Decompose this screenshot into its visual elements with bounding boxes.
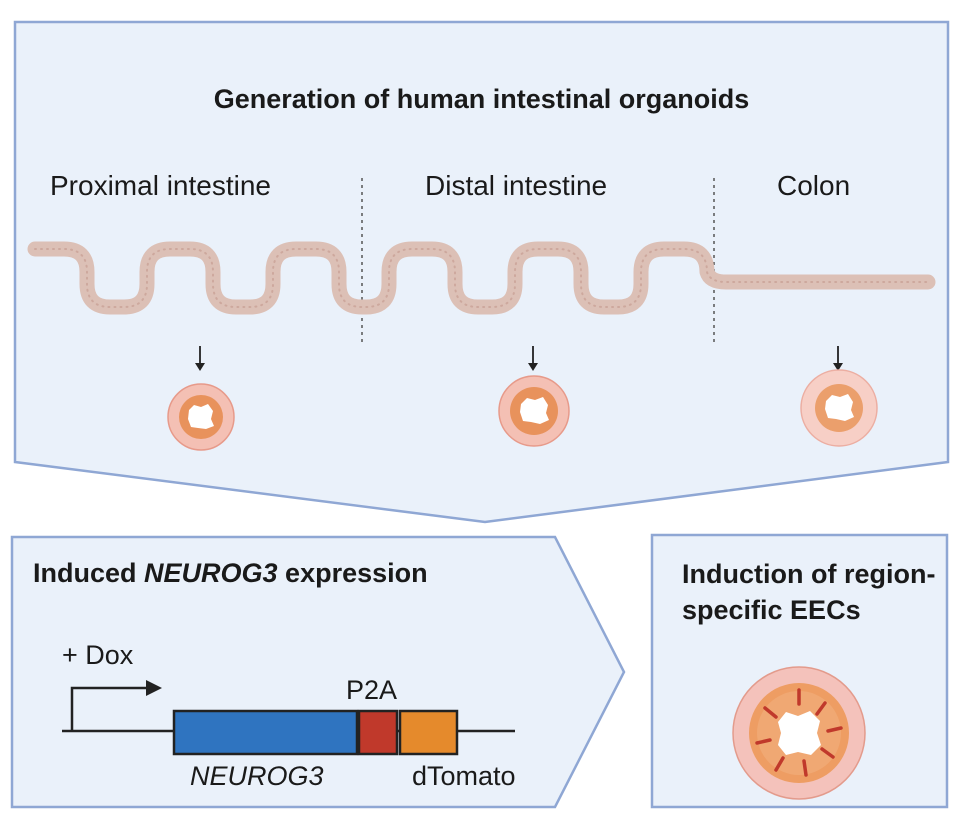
arrow-colon [833,346,843,371]
organoid-distal [498,375,570,447]
bottom-left-panel-background [10,535,626,809]
region-label-proximal: Proximal intestine [50,170,271,201]
neurog3-block [172,709,359,756]
top-panel-title: Generation of human intestinal organoids [213,84,750,114]
intestinal-tissue [27,241,936,315]
gene-construct [62,680,515,756]
top-panel-background [13,20,950,524]
dox-label: + Dox [62,640,134,670]
neurog3-label: NEUROG3 [190,761,324,791]
organoid-colon [800,369,878,447]
dtomato-block [398,709,459,756]
dtomato-label: dTomato [412,761,516,791]
p2a-label: P2A [346,675,398,705]
region-label-distal: Distal intestine [425,170,608,201]
title-prefix: Induced [33,558,145,588]
arrow-proximal [195,346,205,371]
promoter-arrowhead [146,680,162,696]
organoid-eec [732,666,866,800]
promoter-arrow [70,686,148,731]
bottom-left-panel-title: Induced NEUROG3 expression [33,558,428,589]
organoid-proximal [167,383,235,451]
p2a-block [357,709,399,756]
title-gene: NEUROG3 [144,558,278,588]
arrow-distal [528,346,538,371]
title-suffix: expression [277,558,428,588]
region-label-colon: Colon [777,170,851,201]
bottom-right-panel-title: Induction of region-specific EECs [682,559,936,625]
